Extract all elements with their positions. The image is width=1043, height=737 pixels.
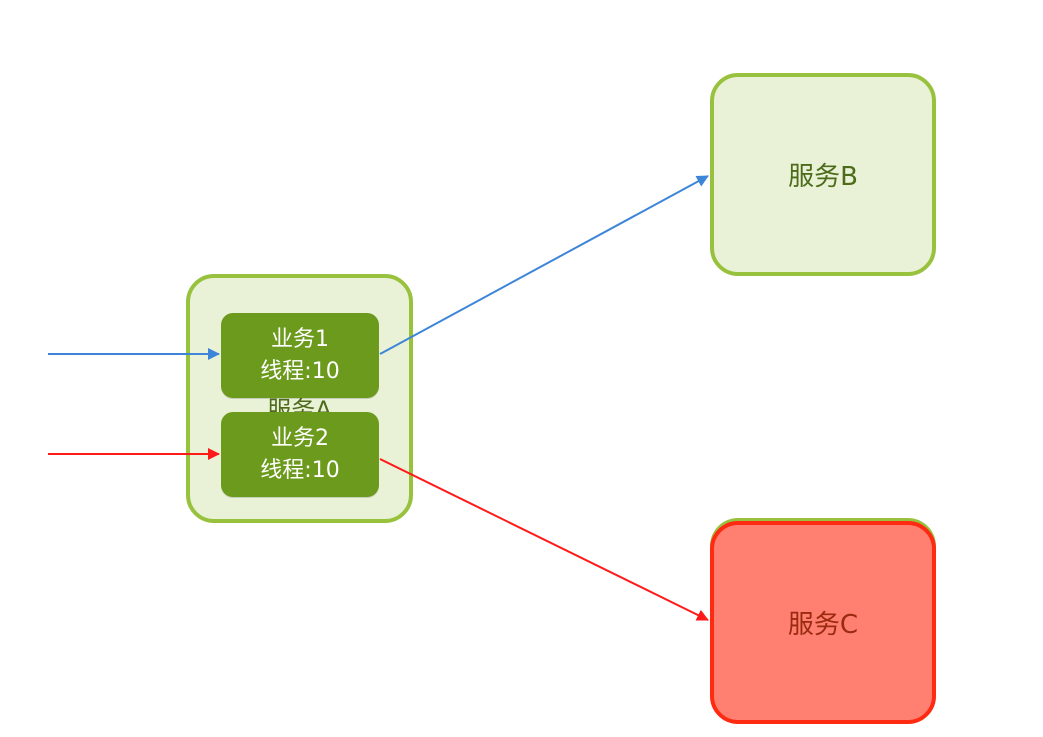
service-c-label: 服务C — [787, 610, 859, 640]
service-b-label: 服务B — [788, 162, 858, 192]
business-1-to-service-b-arrow — [379, 175, 709, 355]
business-1-threads: 线程:10 — [260, 358, 340, 384]
business-1-node: 业务1 线程:10 — [221, 313, 379, 398]
business-2-node: 业务2 线程:10 — [221, 412, 379, 497]
service-c-node: 服务C — [710, 521, 936, 724]
business-2-threads: 线程:10 — [260, 457, 340, 483]
business-1-name: 业务1 — [271, 326, 329, 352]
business-2-name: 业务2 — [271, 425, 329, 451]
service-b-node: 服务B — [710, 73, 936, 276]
business-2-to-service-c-arrow — [379, 458, 709, 621]
